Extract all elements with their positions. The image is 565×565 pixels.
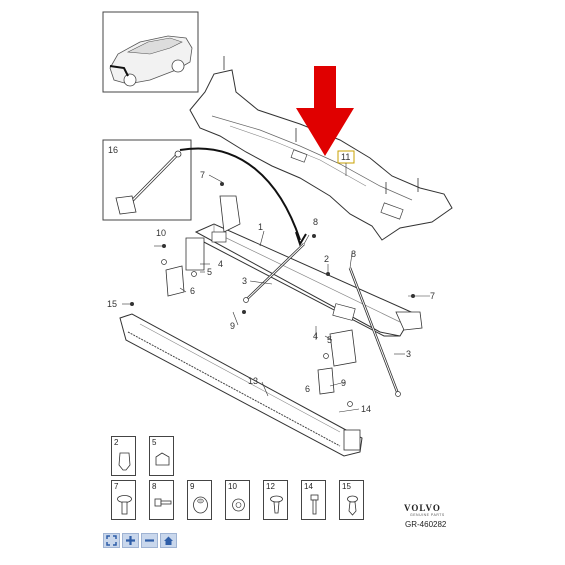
callout-7-top: 7: [200, 170, 205, 180]
legend-cell-5: 5: [149, 436, 174, 476]
home-button[interactable]: [160, 533, 177, 548]
callout-15: 15: [107, 299, 117, 309]
callout-4-left: 4: [218, 259, 223, 269]
expand-button[interactable]: [103, 533, 120, 548]
brand-logo: VOLVO: [404, 503, 441, 513]
right-brackets: [317, 329, 357, 407]
callout-11-box: 11: [337, 150, 355, 176]
legend-cell-9: 9: [187, 480, 212, 520]
callout-9-right: 9: [341, 378, 346, 388]
lower-beam: [119, 313, 363, 457]
grommet-icon: [193, 496, 208, 514]
callout-2: 2: [324, 254, 329, 264]
legend-num: 2: [114, 438, 119, 447]
zoom-in-icon: [126, 536, 135, 545]
flange-bolt-icon: [117, 495, 132, 515]
callout-1: 1: [258, 222, 263, 232]
detail-connector: [179, 147, 301, 241]
viewer-toolbar: [103, 533, 177, 548]
callout-5-left: 5: [207, 267, 212, 277]
callout-10: 10: [156, 228, 166, 238]
callout-5-right: 5: [327, 335, 332, 345]
push-clip-icon: [270, 495, 283, 514]
legend-cell-8: 8: [149, 480, 174, 520]
callout-labels: 1 2 3 3 4 4 5 5 6 6 7 7 8 8 9 9 10 11 12…: [107, 145, 435, 414]
callout-3-left: 3: [242, 276, 247, 286]
callout-14: 14: [361, 404, 371, 414]
legend-cell-14: 14: [301, 480, 326, 520]
callout-9-left: 9: [230, 321, 235, 331]
callout-13: 13: [248, 376, 258, 386]
zoom-in-button[interactable]: [122, 533, 139, 548]
leader-lines: [122, 174, 430, 413]
callout-8-right: 8: [351, 249, 356, 259]
nut-icon: [232, 498, 245, 512]
bolt-icon: [154, 498, 172, 507]
screw-icon: [310, 494, 319, 515]
fastener-marks: [130, 182, 415, 314]
strut-rods: [243, 243, 401, 397]
expansion-clip-icon: [347, 495, 358, 516]
clip-nut-icon: [155, 452, 170, 466]
vehicle-thumbnail: [102, 11, 199, 93]
callout-11: 11: [341, 152, 350, 162]
legend-cell-7: 7: [111, 480, 136, 520]
callout-3-right: 3: [406, 349, 411, 359]
cap-nut-icon: [118, 452, 131, 471]
legend-cell-15: 15: [339, 480, 364, 520]
legend-cell-2: 2: [111, 436, 136, 476]
zoom-out-icon: [145, 539, 154, 542]
callout-7-right: 7: [430, 291, 435, 301]
zoom-out-button[interactable]: [141, 533, 158, 548]
left-brackets: [161, 237, 205, 297]
callout-4-right: 4: [313, 331, 318, 341]
brand-subtitle: GENUINE PARTS: [410, 513, 445, 517]
upper-cover-panel: [189, 56, 453, 241]
callout-8-top: 8: [313, 217, 318, 227]
callout-6-right: 6: [305, 384, 310, 394]
legend-cell-12: 12: [263, 480, 288, 520]
home-icon: [164, 536, 173, 545]
callout-16: 16: [108, 145, 118, 155]
highlight-arrow: [296, 66, 354, 156]
callout-6-left: 6: [190, 286, 195, 296]
detail-box-16: [102, 139, 192, 221]
diagram-reference: GR-460282: [405, 520, 447, 529]
legend-cell-10: 10: [225, 480, 250, 520]
expand-icon: [106, 535, 117, 546]
